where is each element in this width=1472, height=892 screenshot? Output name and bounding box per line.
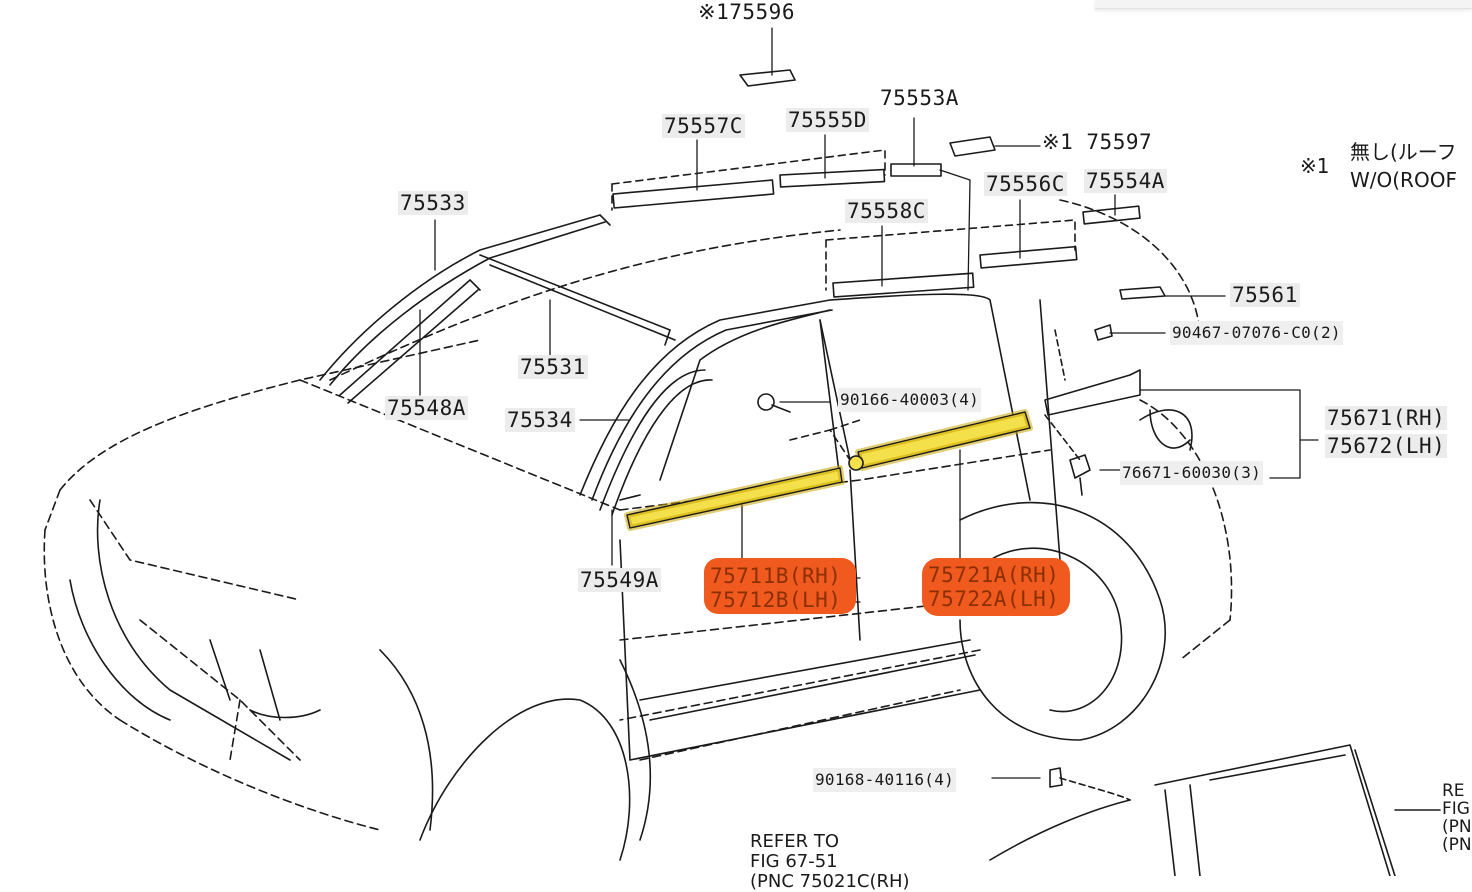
part-label-75556c: 75556C [984,172,1067,196]
roof-moldings [612,69,1166,300]
part-label-75553a: 75553A [880,86,959,110]
part-label-75557c: 75557C [662,114,745,138]
window-glass-panel [989,744,1441,876]
part-label-75672: 75672(LH) [1325,434,1448,458]
leader-lines [419,27,1319,779]
label-highlights [704,558,1070,616]
part-label-75533: 75533 [398,191,468,215]
part-label-75554a: 75554A [1084,169,1167,193]
part-label-76671: 76671-60030(3) [1120,461,1264,485]
refer-right-4: (PN [1442,835,1472,855]
part-label-90467: 90467-07076-C0(2) [1170,321,1343,345]
part-label-75549a: 75549A [578,568,661,592]
clips [757,393,1131,801]
footnote-text-jp: 無し(ルーフ [1350,140,1457,164]
part-label-75597: ※1 75597 [1042,130,1153,154]
part-label-75721a: 75721A(RH) [928,563,1060,587]
refer-note-line3: (PNC 75021C(RH) [750,871,910,892]
windshield-frame [319,214,833,516]
group-brackets [611,149,1076,461]
part-label-75712b: 75712B(LH) [710,588,842,612]
refer-right-2: FIG [1442,799,1470,819]
window-edge [1095,0,1472,9]
front-door-molding [624,465,845,531]
footnote-mark: ※1 [1300,154,1330,178]
rear-door-molding [848,409,1033,471]
part-label-75558c: 75558C [845,199,928,223]
part-label-75531: 75531 [518,355,588,379]
refer-right-3: (PN [1442,817,1472,837]
refer-right-1: RE [1442,781,1465,801]
part-label-75671: 75671(RH) [1325,406,1448,430]
part-label-75722a: 75722A(LH) [928,587,1060,611]
part-label-75555d: 75555D [786,108,869,132]
refer-note-line1: REFER TO [750,831,839,852]
refer-note-line2: FIG 67-51 [750,851,838,872]
part-label-90166: 90166-40003(4) [838,388,982,412]
part-label-75561: 75561 [1230,283,1300,307]
part-label-75711b: 75711B(RH) [710,564,842,588]
part-label-90168: 90168-40116(4) [813,768,957,792]
part-label-75534: 75534 [505,408,575,432]
part-label-75548a: 75548A [385,396,468,420]
footnote-text-en: W/O(ROOF [1350,168,1457,192]
rear-quarter-trim [1044,324,1141,496]
part-label-75596: ※175596 [698,0,795,24]
